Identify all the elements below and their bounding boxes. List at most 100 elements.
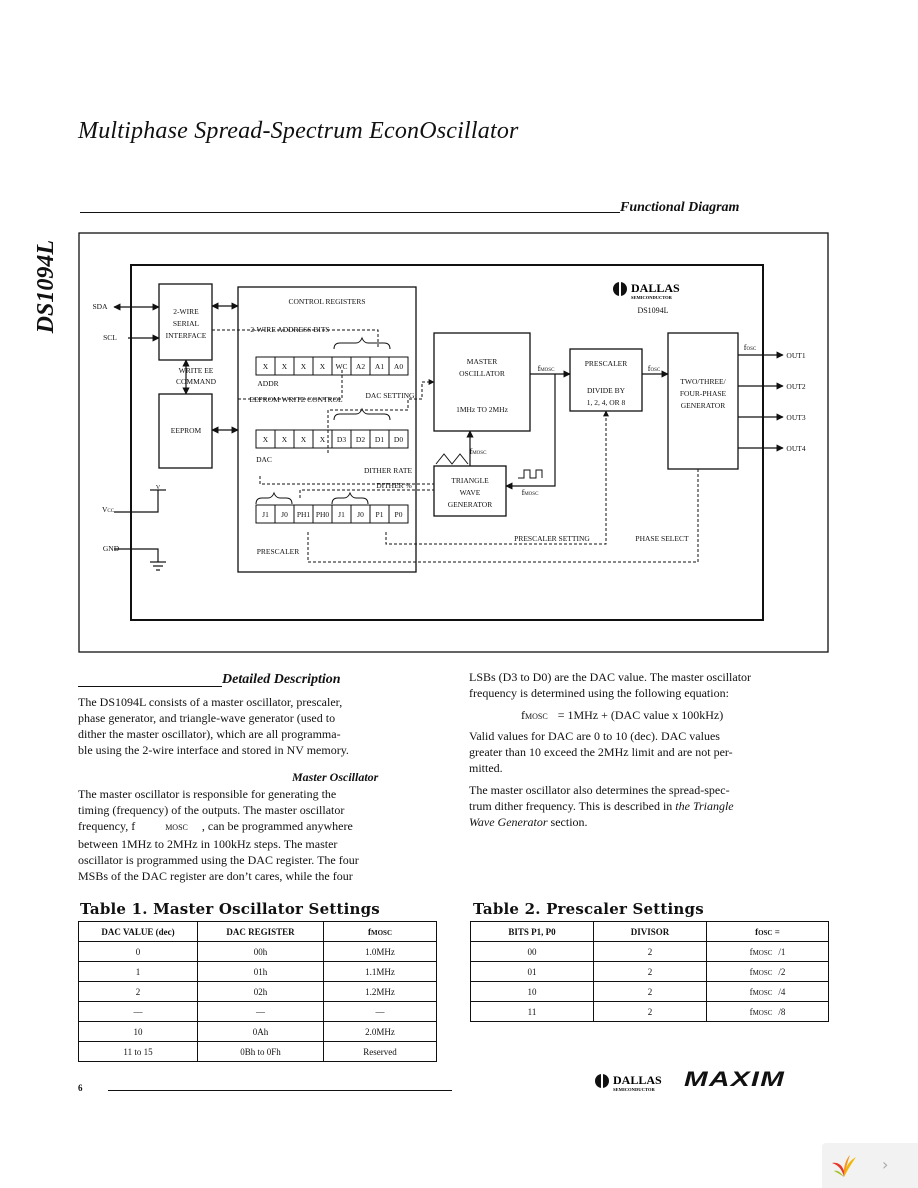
pin-sda: SDA — [92, 302, 108, 311]
master-oscillator-subheading: Master Oscillator — [292, 770, 379, 784]
text-line: LSBs (D3 to D0) are the DAC value. The m… — [469, 670, 752, 684]
table-cell: 0Bh to 0Fh — [197, 1041, 324, 1062]
prescaler-block-line-3: 1, 2, 4, OR 8 — [587, 398, 626, 407]
dac-setting-label: DAC SETTING — [366, 391, 416, 400]
prescaler-register-cell — [388, 504, 409, 524]
serial-line-1: 2-WIRE — [173, 307, 199, 316]
table-header: DAC VALUE (dec) — [78, 921, 198, 942]
table-cell: — — [78, 1001, 198, 1022]
text-line: oscillator is programmed using the DAC r… — [78, 853, 359, 867]
dither-pct-label: DITHER % — [376, 481, 412, 490]
detailed-description-heading: Detailed Description — [222, 672, 341, 687]
prescaler-register-cell-text: J0 — [281, 510, 288, 519]
chevron-right-icon[interactable]: › — [882, 1155, 889, 1174]
table-cell: — — [323, 1001, 437, 1022]
table-cell: 1.1MHz — [323, 961, 437, 982]
write-ee-line-1: WRITE EE — [179, 366, 214, 375]
chip-name-label: DS1094L — [637, 306, 668, 315]
table-header-row: DAC VALUE (dec) DAC REGISTER fMOSC — [78, 921, 437, 942]
addr-label: ADDR — [257, 379, 278, 388]
table-cell: 11 — [470, 1001, 594, 1022]
address-bits-label: 2-WIRE ADDRESS BITS — [250, 325, 329, 334]
phase-gen-line-3: GENERATOR — [681, 401, 725, 410]
viewer-nav-widget[interactable]: › — [822, 1143, 918, 1188]
dac-register-cell-text: D0 — [394, 435, 403, 444]
table-cell: 1.0MHz — [323, 941, 437, 962]
addr-register-cell — [388, 356, 409, 376]
prescaler-register-cell-text: J0 — [357, 510, 364, 519]
dac-register-cell-text: X — [301, 435, 307, 444]
out1-label: OUT1 — [786, 351, 805, 360]
table-header: fOSC = — [706, 921, 829, 942]
table-cell: 10 — [470, 981, 594, 1002]
maxim-logo: MAXIM — [684, 1068, 786, 1091]
table-header: DAC REGISTER — [197, 921, 324, 942]
detailed-paragraph-1: The DS1094L consists of a master oscilla… — [78, 694, 438, 758]
viewer-logo-icon — [832, 1155, 856, 1177]
part-number-side-label: DS1094L — [33, 240, 59, 334]
table-cell: 1 — [78, 961, 198, 982]
prescaler-setting-label: PRESCALER SETTING — [514, 534, 590, 543]
table-cell: 10 — [78, 1021, 198, 1042]
dac-register-cell-text: X — [282, 435, 288, 444]
f-mosc-label: fMOSC — [538, 364, 556, 373]
dac-register-cell-text: D2 — [356, 435, 365, 444]
pin-gnd: GND — [103, 544, 120, 553]
master-osc-line-1: MASTER — [467, 357, 497, 366]
dac-register-cell — [388, 429, 409, 449]
table-cell: Reserved — [323, 1041, 437, 1062]
text-line: dither the master oscillator), which are… — [78, 727, 341, 741]
osc-range-label: 1MHz TO 2MHz — [456, 405, 508, 414]
table-cell: 2 — [593, 961, 707, 982]
prescaler-block-line-1: PRESCALER — [585, 359, 628, 368]
prescaler-block-line-2: DIVIDE BY — [587, 386, 626, 395]
table2-caption: Table 2. Prescaler Settings — [473, 900, 704, 918]
dac-register-cell-text: D1 — [375, 435, 384, 444]
triangle-line-2: WAVE — [460, 488, 481, 497]
heading-rule — [80, 212, 620, 213]
detailed-paragraph-2: The master oscillator is responsible for… — [78, 786, 438, 884]
dac-register-cell-text: D3 — [337, 435, 346, 444]
table-header: BITS P1, P0 — [470, 921, 594, 942]
out4-label: OUT4 — [786, 444, 805, 453]
footer-rule — [108, 1090, 452, 1091]
text-line: The master oscillator also determines th… — [469, 783, 730, 797]
text-line: MSBs of the DAC register are don’t cares… — [78, 869, 353, 883]
dac-register-cell-text: X — [263, 435, 269, 444]
pin-vcc: VCC — [102, 505, 115, 514]
table-cell: 2 — [78, 981, 198, 1002]
table-cell: 11 to 15 — [78, 1041, 198, 1062]
table-cell: fMOSC/1 — [706, 941, 829, 962]
dallas-logo-text: DALLAS — [631, 281, 680, 295]
out3-label: OUT3 — [786, 413, 805, 422]
dallas-logo: DALLAS SEMICONDUCTOR — [613, 281, 680, 300]
table-cell: — — [197, 1001, 324, 1022]
chip-boundary — [130, 264, 764, 621]
text-line: The DS1094L consists of a master oscilla… — [78, 695, 343, 709]
addr-register-cell-text: A0 — [394, 362, 403, 371]
addr-register-cell-text: X — [301, 362, 307, 371]
footer-dallas-logo: DALLAS SEMICONDUCTOR — [594, 1072, 678, 1099]
footer-dallas-sub: SEMICONDUCTOR — [613, 1087, 655, 1092]
phase-generator-block — [667, 332, 739, 470]
text-line: The master oscillator is responsible for… — [78, 787, 337, 801]
text-line: greater than 10 exceed the 2MHz limit an… — [469, 745, 733, 759]
out2-label: OUT2 — [786, 382, 805, 391]
prescaler-register-cell-text: PH1 — [297, 510, 311, 519]
dac-label: DAC — [256, 455, 272, 464]
functional-diagram-heading: Functional Diagram — [620, 200, 740, 215]
detailed-paragraph-4: Valid values for DAC are 0 to 10 (dec). … — [469, 728, 849, 776]
prescaler-register-cell-text: J1 — [338, 510, 345, 519]
phase-gen-line-2: FOUR-PHASE — [680, 389, 727, 398]
text-line: frequency is determined using the follow… — [469, 686, 729, 700]
text-line: phase generator, and triangle-wave gener… — [78, 711, 336, 725]
